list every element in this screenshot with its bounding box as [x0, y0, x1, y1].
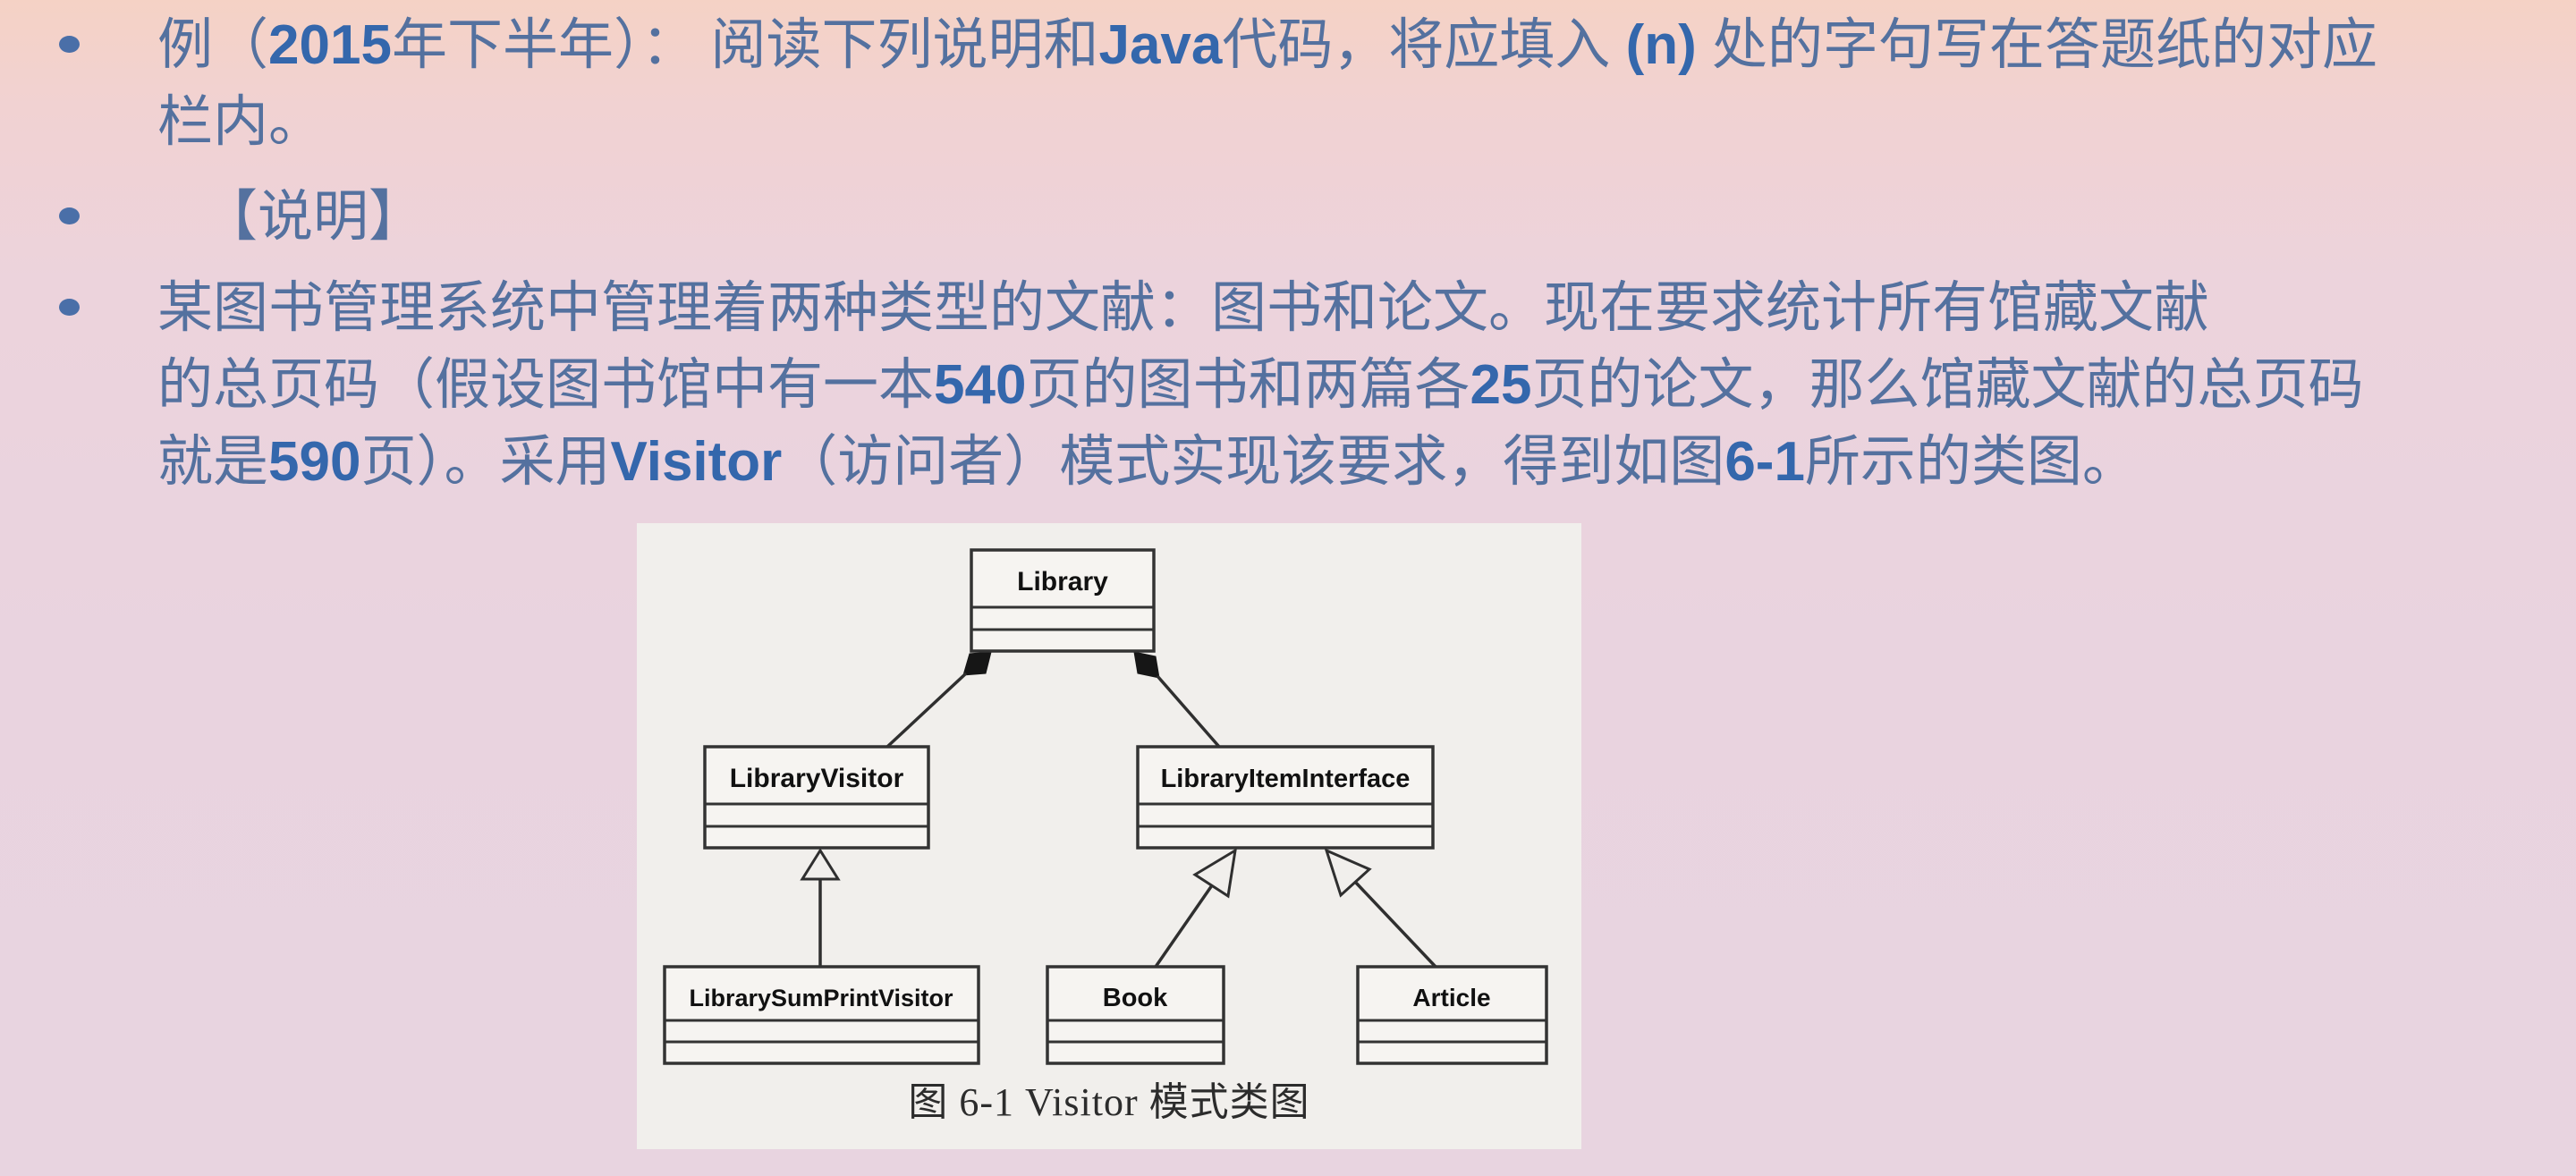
bullet-item: 【说明】	[0, 179, 2558, 256]
text-segment: 年下半年）： 阅读下列说明和	[391, 15, 1099, 76]
text-segment-bold: (n)	[1610, 14, 1713, 76]
generalization-triangle-icon	[1324, 848, 1372, 898]
class-box-book: Book	[1046, 965, 1225, 1065]
text-segment-bold: Visitor	[610, 431, 783, 493]
text-segment: 就是	[157, 432, 269, 493]
text-line: 栏内。	[157, 84, 2558, 161]
text-segment-bold: 25	[1470, 354, 1532, 416]
slide-text-block: 例（2015年下半年）： 阅读下列说明和Java代码，将应填入 (n) 处的字句…	[0, 7, 2558, 501]
generalization-triangle-icon	[1192, 848, 1237, 899]
class-name-label: LibraryItemInterface	[1161, 765, 1411, 793]
relation-article-libraryiteminterface	[1324, 848, 1437, 969]
text-line: 就是590页）。采用Visitor（访问者）模式实现该要求，得到如图6-1所示的…	[157, 424, 2558, 501]
text-segment-bold: Java	[1098, 14, 1223, 76]
bullet-item: 某图书管理系统中管理着两种类型的文献：图书和论文。现在要求统计所有馆藏文献的总页…	[0, 270, 2558, 501]
text-segment: 所示的类图。	[1804, 432, 2138, 493]
text-segment: 处的字句写在答题纸的对应	[1712, 15, 2378, 76]
bullet-dot-icon	[59, 36, 80, 53]
uml-diagram-panel: Library LibraryVisitor LibraryItemInterf…	[637, 523, 1581, 1149]
bullet-item: 例（2015年下半年）： 阅读下列说明和Java代码，将应填入 (n) 处的字句…	[0, 7, 2558, 161]
class-name-label: LibraryVisitor	[730, 764, 904, 793]
generalization-triangle-icon	[800, 848, 841, 881]
text-segment: （访问者）模式实现该要求，得到如图	[782, 432, 1725, 493]
class-name-label: Library	[1017, 567, 1108, 596]
relation-librarysumprintvisitor-libraryvisitor	[800, 848, 841, 967]
relation-library-libraryvisitor	[886, 651, 992, 749]
text-segment: 某图书管理系统中管理着两种类型的文献：图书和论文。现在要求统计所有馆藏文献	[157, 278, 2210, 339]
class-name-label: Article	[1412, 984, 1490, 1011]
bullet-dot-icon	[59, 299, 80, 316]
text-segment: 页的论文，那么馆藏文献的总页码	[1531, 355, 2364, 416]
text-segment: 的总页码（假设图书馆中有一本	[157, 355, 935, 416]
text-line: 【说明】	[202, 179, 2558, 256]
class-box-librarysumprintvisitor: LibrarySumPrintVisitor	[663, 965, 980, 1065]
text-segment-bold: 2015	[268, 14, 392, 76]
text-segment-bold: 6-1	[1724, 431, 1805, 493]
text-segment: 页的图书和两篇各	[1026, 355, 1470, 416]
bullet-list: 例（2015年下半年）： 阅读下列说明和Java代码，将应填入 (n) 处的字句…	[0, 7, 2558, 501]
class-box-article: Article	[1356, 965, 1548, 1065]
text-line: 某图书管理系统中管理着两种类型的文献：图书和论文。现在要求统计所有馆藏文献	[157, 270, 2558, 347]
composition-diamond-icon	[962, 651, 992, 676]
class-box-libraryvisitor: LibraryVisitor	[703, 745, 930, 850]
text-line: 例（2015年下半年）： 阅读下列说明和Java代码，将应填入 (n) 处的字句…	[157, 7, 2558, 84]
text-segment: 代码，将应填入	[1222, 15, 1611, 76]
composition-diamond-icon	[1133, 651, 1160, 679]
class-box-library: Library	[970, 548, 1156, 653]
bullet-dot-icon	[59, 207, 80, 224]
relation-book-libraryiteminterface	[1154, 848, 1237, 968]
text-segment: 例（	[157, 15, 269, 76]
text-segment-bold: 540	[934, 354, 1027, 416]
class-name-label: LibrarySumPrintVisitor	[689, 985, 953, 1011]
visitor-pattern-class-diagram: Library LibraryVisitor LibraryItemInterf…	[663, 548, 1548, 1124]
text-segment: 栏内。	[157, 92, 325, 153]
text-segment: 页）。采用	[360, 432, 611, 493]
class-name-label: Book	[1103, 984, 1168, 1012]
relation-library-libraryiteminterface	[1133, 651, 1221, 749]
class-box-libraryiteminterface: LibraryItemInterface	[1136, 745, 1435, 850]
text-line: 的总页码（假设图书馆中有一本540页的图书和两篇各25页的论文，那么馆藏文献的总…	[157, 347, 2558, 424]
text-segment-bold: 590	[268, 431, 361, 493]
figure-caption: 图 6-1 Visitor 模式类图	[908, 1080, 1309, 1124]
text-segment: 【说明】	[202, 187, 425, 248]
